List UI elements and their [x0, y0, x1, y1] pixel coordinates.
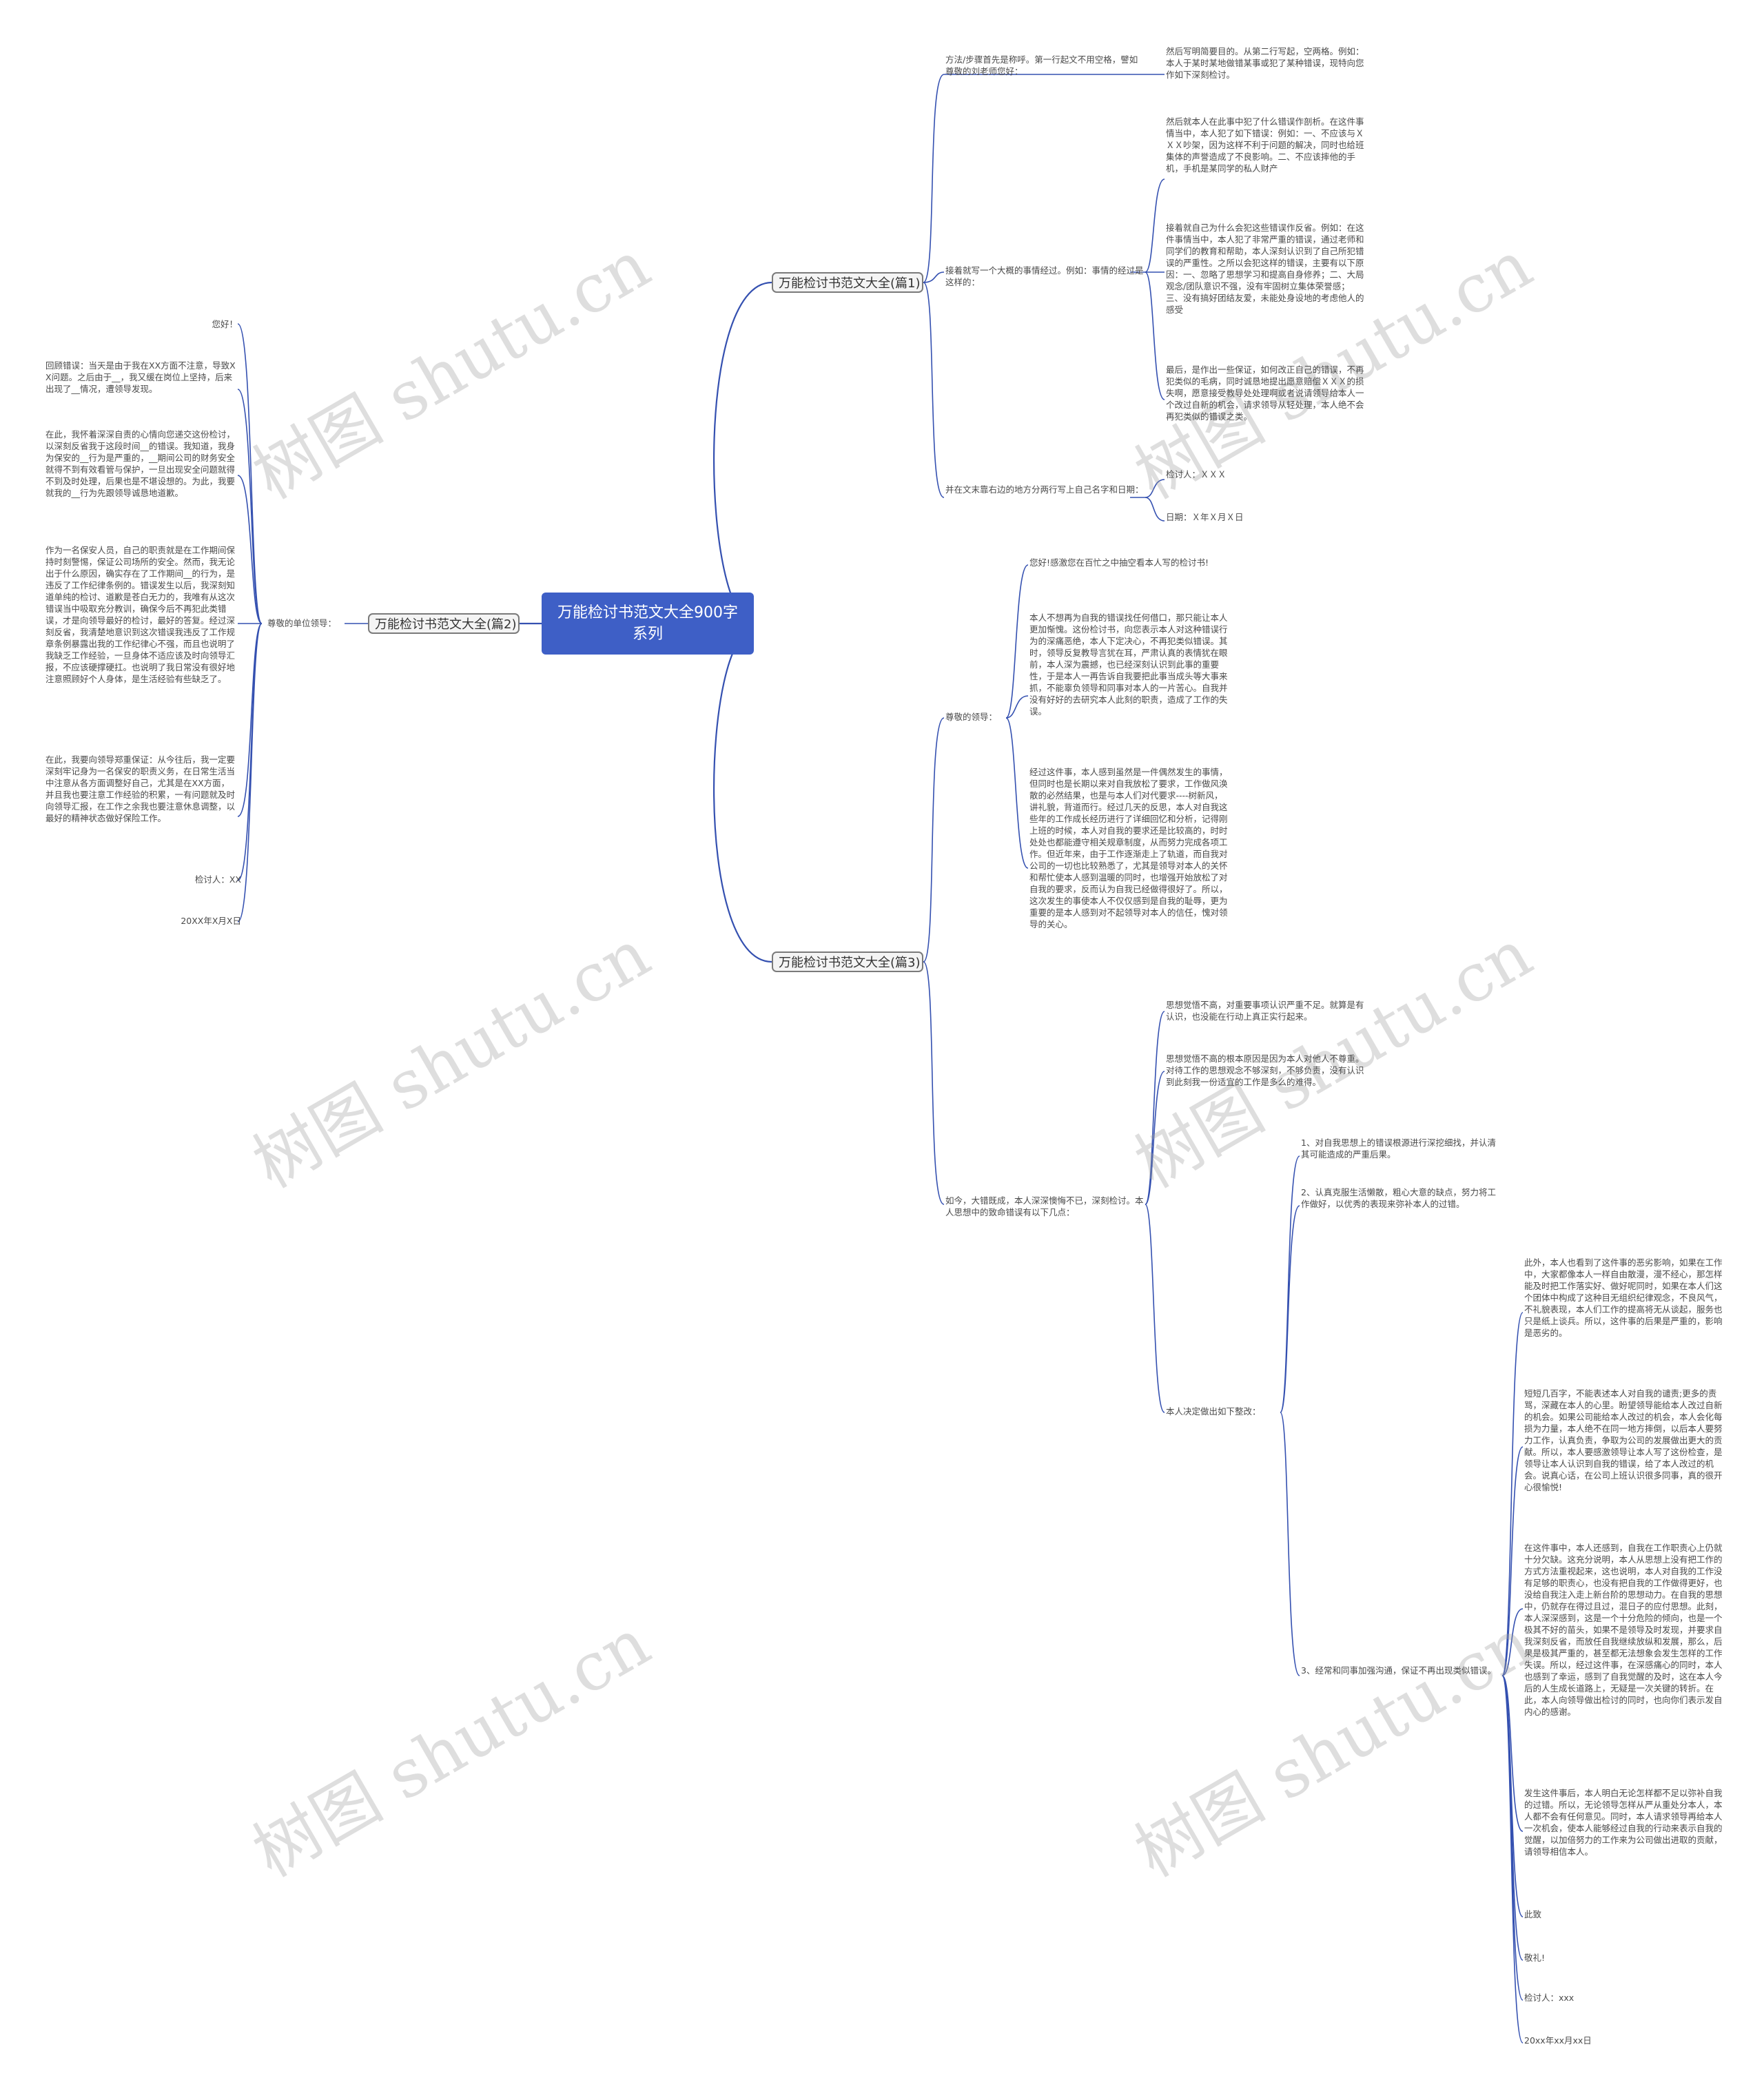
- branch-3[interactable]: 万能检讨书范文大全(篇3): [772, 951, 923, 972]
- b3-salute-1[interactable]: 此致: [1524, 1909, 1542, 1920]
- b3-errors-label[interactable]: 如今，大错既成，本人深深懊悔不已，深刻检讨。本人思想中的致命错误有以下几点：: [945, 1195, 1144, 1217]
- b1-sign-name[interactable]: 检讨人：ＸＸＸ: [1166, 469, 1227, 480]
- b2-signer[interactable]: 检讨人：XX: [194, 874, 241, 885]
- b2-paragraph-4[interactable]: 在此，我要向领导郑重保证：从今往后，我一定要深刻牢记身为一名保安的职责义务，在日…: [45, 754, 236, 823]
- b3-salutation-label[interactable]: 尊敬的领导：: [945, 712, 998, 722]
- b3-rectify-label[interactable]: 本人决定做出如下整改：: [1166, 1406, 1261, 1417]
- b3-closing-1[interactable]: 此外，本人也看到了这件事的恶劣影响，如果在工作中，大家都像本人一样自由散漫，漫不…: [1524, 1257, 1723, 1338]
- b1-process-child-3[interactable]: 最后，是作出一些保证，如何改正自己的错误，不再犯类似的毛病，同时诚恳地提出愿意赔…: [1166, 364, 1364, 422]
- root-topic[interactable]: 万能检讨书范文大全900字系列: [542, 593, 754, 655]
- b2-paragraph-1[interactable]: 回顾错误：当天是由于我在XX方面不注意，导致XX问题。之后由于__，我又缓在岗位…: [45, 360, 236, 394]
- link-root-branch1: [712, 281, 772, 624]
- b3-error-2[interactable]: 思想觉悟不高的根本原因是因为本人对他人不尊重。对待工作的思想观念不够深刻，不够负…: [1166, 1053, 1364, 1087]
- b1-process-label[interactable]: 接着就写一个大概的事情经过。例如：事情的经过是这样的：: [945, 265, 1144, 287]
- b3-signer[interactable]: 检讨人：xxx: [1524, 1993, 1575, 2003]
- b3-rectify-2[interactable]: 2、认真克服生活懒散，粗心大意的缺点，努力将工作做好，以优秀的表现来弥补本人的过…: [1301, 1187, 1496, 1209]
- branch-2[interactable]: 万能检讨书范文大全(篇2): [368, 613, 520, 634]
- b1-sign-label[interactable]: 并在文末靠右边的地方分两行写上自己名字和日期：: [945, 484, 1144, 495]
- b3-opening[interactable]: 您好!感激您在百忙之中抽空看本人写的检讨书!: [1029, 557, 1209, 568]
- b2-date[interactable]: 20XX年X月X日: [181, 916, 241, 926]
- b3-rectify-1[interactable]: 1、对自我思想上的错误根源进行深挖细找，并认清其可能造成的严重后果。: [1301, 1138, 1496, 1160]
- b3-error-1[interactable]: 思想觉悟不高，对重要事项认识严重不足。就算是有认识，也没能在行动上真正实行起来。: [1166, 1000, 1364, 1022]
- branch-1[interactable]: 万能检讨书范文大全(篇1): [772, 272, 923, 293]
- b2-paragraph-3[interactable]: 作为一名保安人员，自己的职责就是在工作期间保持时刻警惕，保证公司场所的安全。然而…: [45, 545, 236, 684]
- b3-paragraph-2[interactable]: 经过这件事，本人感到虽然是一件偶然发生的事情，但同时也是长期以来对自我放松了要求…: [1029, 767, 1228, 929]
- b3-closing-4[interactable]: 发生这件事后，本人明白无论怎样都不足以弥补自我的过错。所以，无论领导怎样从严从重…: [1524, 1788, 1723, 1857]
- b3-rectify-3[interactable]: 3、经常和同事加强沟通，保证不再出现类似错误。: [1301, 1665, 1496, 1676]
- b3-closing-3[interactable]: 在这件事中，本人还感到，自我在工作职责心上仍就十分欠缺。这充分说明，本人从思想上…: [1524, 1543, 1723, 1717]
- root-topic-label: 万能检讨书范文大全900字系列: [557, 604, 738, 643]
- b2-salutation-label[interactable]: 尊敬的单位领导：: [267, 618, 337, 628]
- b3-paragraph-1[interactable]: 本人不想再为自我的错误找任何借口，那只能让本人更加惭愧。这份检讨书，向您表示本人…: [1029, 613, 1228, 717]
- b3-date[interactable]: 20xx年xx月xx日: [1524, 2035, 1592, 2046]
- b1-format-label[interactable]: 方法/步骤首先是称呼。第一行起文不用空格，譬如尊敬的刘老师您好：: [945, 54, 1138, 76]
- b1-format-child[interactable]: 然后写明简要目的。从第二行写起，空两格。例如：本人于某时某地做错某事或犯了某种错…: [1166, 46, 1364, 80]
- b1-process-child-2[interactable]: 接着就自己为什么会犯这些错误作反省。例如：在这件事情当中，本人犯了非常严重的错误…: [1166, 223, 1364, 315]
- b3-closing-2[interactable]: 短短几百字，不能表述本人对自我的谴责;更多的责骂，深藏在本人的心里。盼望领导能给…: [1524, 1388, 1723, 1492]
- b2-greeting[interactable]: 您好！: [212, 319, 238, 329]
- b3-salute-2[interactable]: 敬礼!: [1524, 1953, 1546, 1963]
- b2-paragraph-2[interactable]: 在此，我怀着深深自责的心情向您递交这份检讨，以深刻反省我于这段时间__的错误。我…: [45, 429, 236, 498]
- b1-process-child-1[interactable]: 然后就本人在此事中犯了什么错误作剖析。在这件事情当中，本人犯了如下错误：例如：一…: [1166, 116, 1364, 174]
- b1-sign-date[interactable]: 日期：Ｘ年Ｘ月Ｘ日: [1166, 512, 1244, 522]
- link-root-branch3: [713, 629, 772, 963]
